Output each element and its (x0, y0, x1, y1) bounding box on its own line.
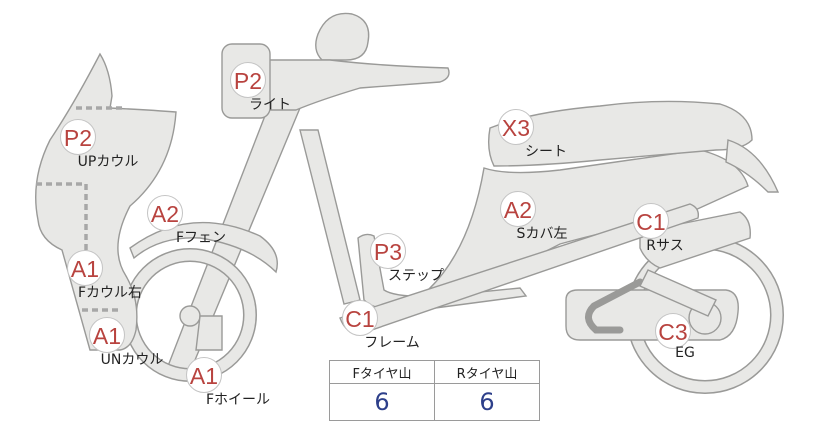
grade-badge: P3 (370, 233, 406, 269)
part-label: ステップ (388, 268, 444, 284)
tail-shape (725, 139, 780, 193)
cowl-seam-left (36, 182, 88, 254)
grade-badge: P2 (60, 119, 96, 155)
mirror-shape (315, 12, 370, 61)
rear-tire-value: 6 (434, 383, 540, 421)
grade-badge: A2 (147, 195, 183, 231)
belt-shape (585, 278, 644, 334)
front-hub-shape (179, 305, 201, 327)
part-label: Rサス (646, 238, 684, 254)
grade-badge: X3 (498, 109, 534, 145)
grade-badge: C1 (633, 203, 669, 239)
grade-badge: C3 (655, 313, 691, 349)
part-label: シート (525, 144, 567, 160)
front-tire-header: Fタイヤ山 (329, 360, 435, 384)
swing-arm-shape (639, 269, 717, 317)
part-label: UNカウル (100, 352, 164, 368)
handlebar-shape (249, 59, 450, 111)
part-label: EG (675, 345, 695, 361)
grade-badge: P2 (230, 62, 266, 98)
seat-shape (487, 100, 753, 167)
front-fender-shape (129, 221, 278, 274)
rear-suspension-shape (639, 211, 751, 269)
part-label: Fホイール (205, 392, 271, 408)
frame-downtube-shape (299, 129, 361, 305)
grade-badge: A1 (67, 250, 103, 286)
fork-lower-shape (195, 315, 223, 351)
part-label: Fカウル右 (77, 285, 143, 301)
part-label: Fフェン (175, 230, 227, 246)
front-tire-value: 6 (329, 383, 435, 421)
part-label: Sカバ左 (516, 226, 568, 242)
grade-badge: A1 (186, 357, 222, 393)
grade-badge: A2 (500, 191, 536, 227)
grade-badge: A1 (89, 317, 125, 353)
grade-badge: C1 (342, 300, 378, 336)
part-label: ライト (249, 97, 291, 113)
part-label: フレーム (364, 335, 420, 351)
part-label: UPカウル (77, 154, 139, 170)
rear-tire-header: Rタイヤ山 (434, 360, 540, 384)
tire-tread-table: Fタイヤ山 Rタイヤ山 6 6 (329, 360, 540, 421)
